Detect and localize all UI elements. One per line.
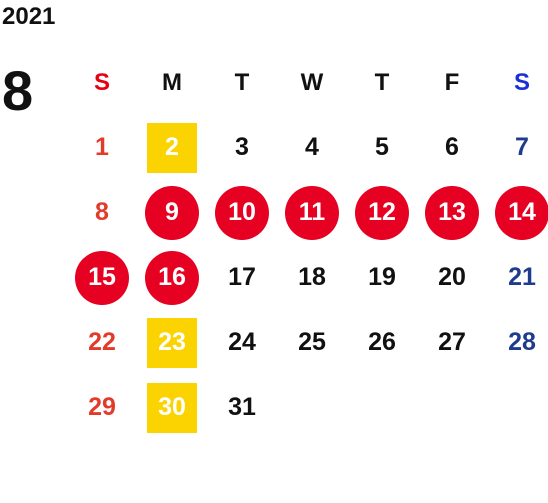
day-number: 27 [438,328,466,356]
highlight-square-marker [147,382,197,433]
day-number: 19 [368,263,396,291]
calendar-day-cell[interactable]: 22 [67,310,137,375]
holiday-circle-marker [145,250,199,305]
calendar-day-cell[interactable]: 12 [347,180,417,245]
calendar-day-cell [277,375,347,440]
calendar-day-cell[interactable]: 23 [137,310,207,375]
day-number: 13 [438,198,466,226]
calendar-day-cell[interactable]: 19 [347,245,417,310]
day-number: 9 [165,198,179,226]
weekday-header-friday: F [444,68,460,96]
calendar-day-cell [347,375,417,440]
calendar-day-cell[interactable]: 18 [277,245,347,310]
calendar-day-cell [417,375,487,440]
highlight-square-marker [147,317,197,368]
calendar-day-cell[interactable]: 14 [487,180,548,245]
calendar-day-cell[interactable]: 11 [277,180,347,245]
day-number: 31 [228,393,256,421]
weekday-header-sunday: S [93,68,110,96]
calendar-day-cell[interactable]: 20 [417,245,487,310]
calendar-day-cell[interactable]: 24 [207,310,277,375]
weekday-header-monday: M [162,68,182,96]
day-number: 29 [88,393,116,421]
weekday-header-saturday: S [513,68,530,96]
day-number: 10 [228,198,256,226]
calendar-day-cell[interactable]: 1 [67,115,137,180]
holiday-circle-marker [75,250,129,305]
day-number: 8 [95,198,109,226]
month-number: 8 [2,59,34,122]
highlight-square-marker [147,122,197,173]
calendar-day-cell[interactable]: 26 [347,310,417,375]
day-number: 11 [298,198,326,226]
day-number: 4 [305,133,319,161]
day-number: 24 [228,328,256,356]
day-number: 6 [445,133,459,161]
calendar-day-cell[interactable]: 5 [347,115,417,180]
weekday-header-thursday: T [374,68,390,96]
calendar-day-cell[interactable]: 10 [207,180,277,245]
calendar-day-cell[interactable]: 28 [487,310,548,375]
calendar-day-cell[interactable]: 21 [487,245,548,310]
day-number: 28 [508,328,536,356]
day-number: 12 [368,198,396,226]
day-number: 22 [88,328,116,356]
day-number: 1 [95,133,109,161]
day-number: 21 [508,263,536,291]
calendar-day-cell[interactable]: 29 [67,375,137,440]
calendar-day-cell[interactable]: 7 [487,115,548,180]
calendar-day-cell [487,375,548,440]
calendar-day-cell[interactable]: 31 [207,375,277,440]
day-number: 25 [298,328,326,356]
day-number: 15 [88,263,116,291]
day-number: 16 [158,263,186,291]
day-number: 7 [515,133,529,161]
calendar-day-cell[interactable]: 9 [137,180,207,245]
day-number: 18 [298,263,326,291]
calendar-day-cell[interactable]: 3 [207,115,277,180]
day-number: 26 [368,328,396,356]
day-number: 14 [508,198,536,226]
holiday-circle-marker [285,185,339,240]
calendar-day-cell[interactable]: 2 [137,115,207,180]
calendar-day-cell[interactable]: 4 [277,115,347,180]
calendar-day-cell[interactable]: 13 [417,180,487,245]
calendar-day-cell[interactable]: 17 [207,245,277,310]
calendar-day-cell[interactable]: 8 [67,180,137,245]
day-number: 23 [158,328,186,356]
day-number: 5 [375,133,389,161]
holiday-circle-marker [145,185,199,240]
calendar-day-cell[interactable]: 25 [277,310,347,375]
holiday-circle-marker [495,185,548,240]
day-number: 2 [165,133,179,161]
calendar-day-cell[interactable]: 30 [137,375,207,440]
weekday-header-wednesday: W [300,68,324,96]
holiday-circle-marker [425,185,479,240]
calendar-day-cell[interactable]: 27 [417,310,487,375]
day-number: 20 [438,263,466,291]
day-number: 3 [235,133,249,161]
calendar-day-cell[interactable]: 16 [137,245,207,310]
calendar-day-cell[interactable]: 6 [417,115,487,180]
holiday-circle-marker [215,185,269,240]
day-number: 17 [228,263,256,291]
weekday-header-tuesday: T [234,68,250,96]
year-label: 2021 [2,3,56,30]
holiday-circle-marker [355,185,409,240]
day-number: 30 [158,393,186,421]
calendar-day-cell[interactable]: 15 [67,245,137,310]
